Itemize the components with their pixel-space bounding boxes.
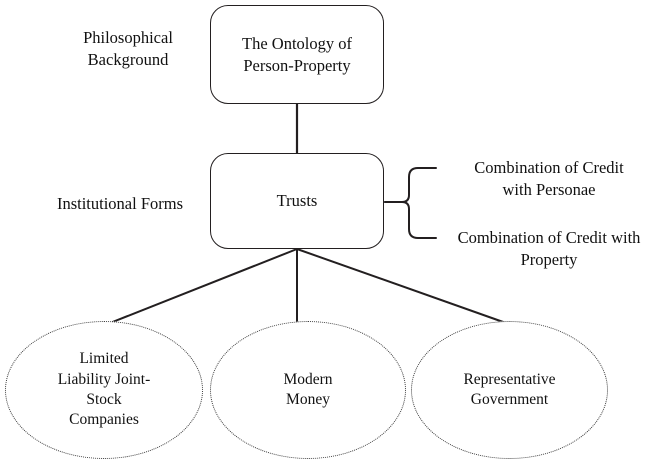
node-trusts-label: Trusts xyxy=(276,191,318,211)
stage-label-philosophical-background: Philosophical Background xyxy=(83,28,173,69)
node-ontology-of-person-property[interactable]: The Ontology of Person-Property xyxy=(210,5,384,104)
annotation-combination-of-credit-with-property: Combination of Credit with Property xyxy=(457,228,641,269)
connector-trusts-to-limited-liability xyxy=(109,248,298,324)
node-ontology-label: The Ontology of Person-Property xyxy=(242,34,352,75)
annotation-combination-of-credit-with-personae: Combination of Credit with Personae xyxy=(474,158,624,199)
stage-label-institutional-forms: Institutional Forms xyxy=(56,194,184,213)
right-brace-lower xyxy=(384,201,437,239)
node-limited-liability-label: Limited Liability Joint- Stock Companies xyxy=(57,350,151,429)
node-representative-government-label: Representative Government xyxy=(463,370,556,408)
node-modern-money-label: Modern Money xyxy=(283,370,333,408)
node-representative-government[interactable]: Representative Government xyxy=(411,321,608,459)
node-limited-liability-joint-stock-companies[interactable]: Limited Liability Joint- Stock Companies xyxy=(5,321,203,459)
node-trusts[interactable]: Trusts xyxy=(210,153,384,249)
right-brace xyxy=(384,167,437,203)
node-modern-money[interactable]: Modern Money xyxy=(210,321,406,459)
